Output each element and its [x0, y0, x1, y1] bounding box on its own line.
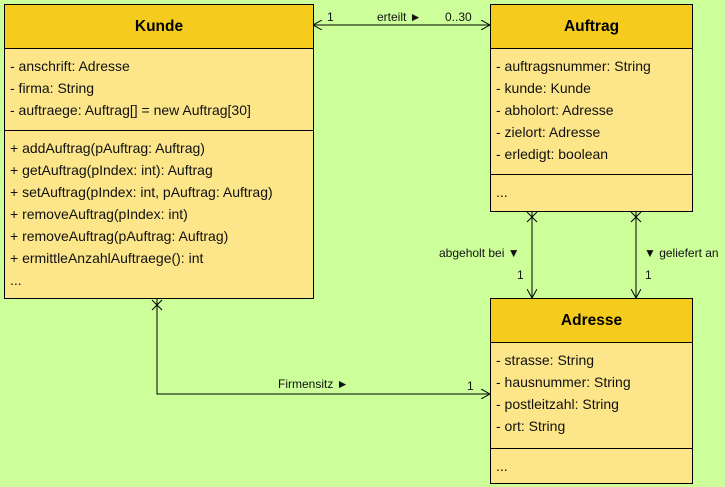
- label-abgeholt: abgeholt bei ▼: [439, 246, 520, 260]
- attribute: - ort: String: [496, 418, 566, 434]
- mult-firmensitz: 1: [467, 379, 474, 393]
- attribute: - erledigt: boolean: [496, 146, 609, 162]
- class-kunde[interactable]: Kunde - anschrift: Adresse - firma: Stri…: [4, 4, 314, 299]
- method: + addAuftrag(pAuftrag: Auftrag): [10, 140, 205, 156]
- method-ellipsis: ...: [496, 184, 508, 200]
- mult-abgeholt: 1: [517, 268, 524, 282]
- method: + removeAuftrag(pIndex: int): [10, 206, 188, 222]
- class-kunde-name: Kunde: [5, 5, 313, 49]
- class-adresse-name: Adresse: [491, 299, 692, 343]
- attribute: - abholort: Adresse: [496, 102, 614, 118]
- class-kunde-methods: + addAuftrag(pAuftrag: Auftrag) + getAuf…: [5, 131, 313, 291]
- method: + setAuftrag(pIndex: int, pAuftrag: Auft…: [10, 184, 273, 200]
- x-mark-abgeholt: [526, 211, 538, 223]
- method: + getAuftrag(pIndex: int): Auftrag: [10, 162, 213, 178]
- attribute: - anschrift: Adresse: [10, 58, 130, 74]
- label-geliefert: ▼ geliefert an: [644, 246, 719, 260]
- line-firmensitz: [156, 299, 490, 394]
- method: + removeAuftrag(pAuftrag: Auftrag): [10, 228, 229, 244]
- class-auftrag-name: Auftrag: [491, 5, 692, 49]
- attribute: - hausnummer: String: [496, 374, 631, 390]
- method: + ermittleAnzahlAuftraege(): int: [10, 250, 204, 266]
- attribute: - strasse: String: [496, 352, 595, 368]
- x-mark-geliefert: [630, 211, 642, 223]
- class-adresse-attributes: - strasse: String - hausnummer: String -…: [491, 343, 692, 449]
- label-firmensitz: Firmensitz ►: [278, 377, 349, 391]
- attribute: - auftragsnummer: String: [496, 58, 651, 74]
- class-auftrag-methods: ...: [491, 175, 692, 203]
- mult-geliefert: 1: [645, 268, 652, 282]
- attribute: - kunde: Kunde: [496, 80, 591, 96]
- label-erteilt: erteilt ►: [377, 10, 422, 24]
- method-ellipsis: ...: [496, 458, 508, 474]
- class-adresse[interactable]: Adresse - strasse: String - hausnummer: …: [490, 298, 693, 484]
- attribute: - firma: String: [10, 80, 95, 96]
- class-auftrag-attributes: - auftragsnummer: String - kunde: Kunde …: [491, 49, 692, 175]
- class-kunde-attributes: - anschrift: Adresse - firma: String - a…: [5, 49, 313, 131]
- mult-erteilt-target: 0..30: [445, 10, 472, 24]
- x-mark-firmensitz: [151, 299, 163, 311]
- mult-erteilt-source: 1: [327, 10, 334, 24]
- method-ellipsis: ...: [10, 272, 22, 288]
- attribute: - postleitzahl: String: [496, 396, 619, 412]
- attribute: - zielort: Adresse: [496, 124, 601, 140]
- class-auftrag[interactable]: Auftrag - auftragsnummer: String - kunde…: [490, 4, 693, 212]
- class-adresse-methods: ...: [491, 449, 692, 477]
- attribute: - auftraege: Auftrag[] = new Auftrag[30]: [10, 102, 251, 118]
